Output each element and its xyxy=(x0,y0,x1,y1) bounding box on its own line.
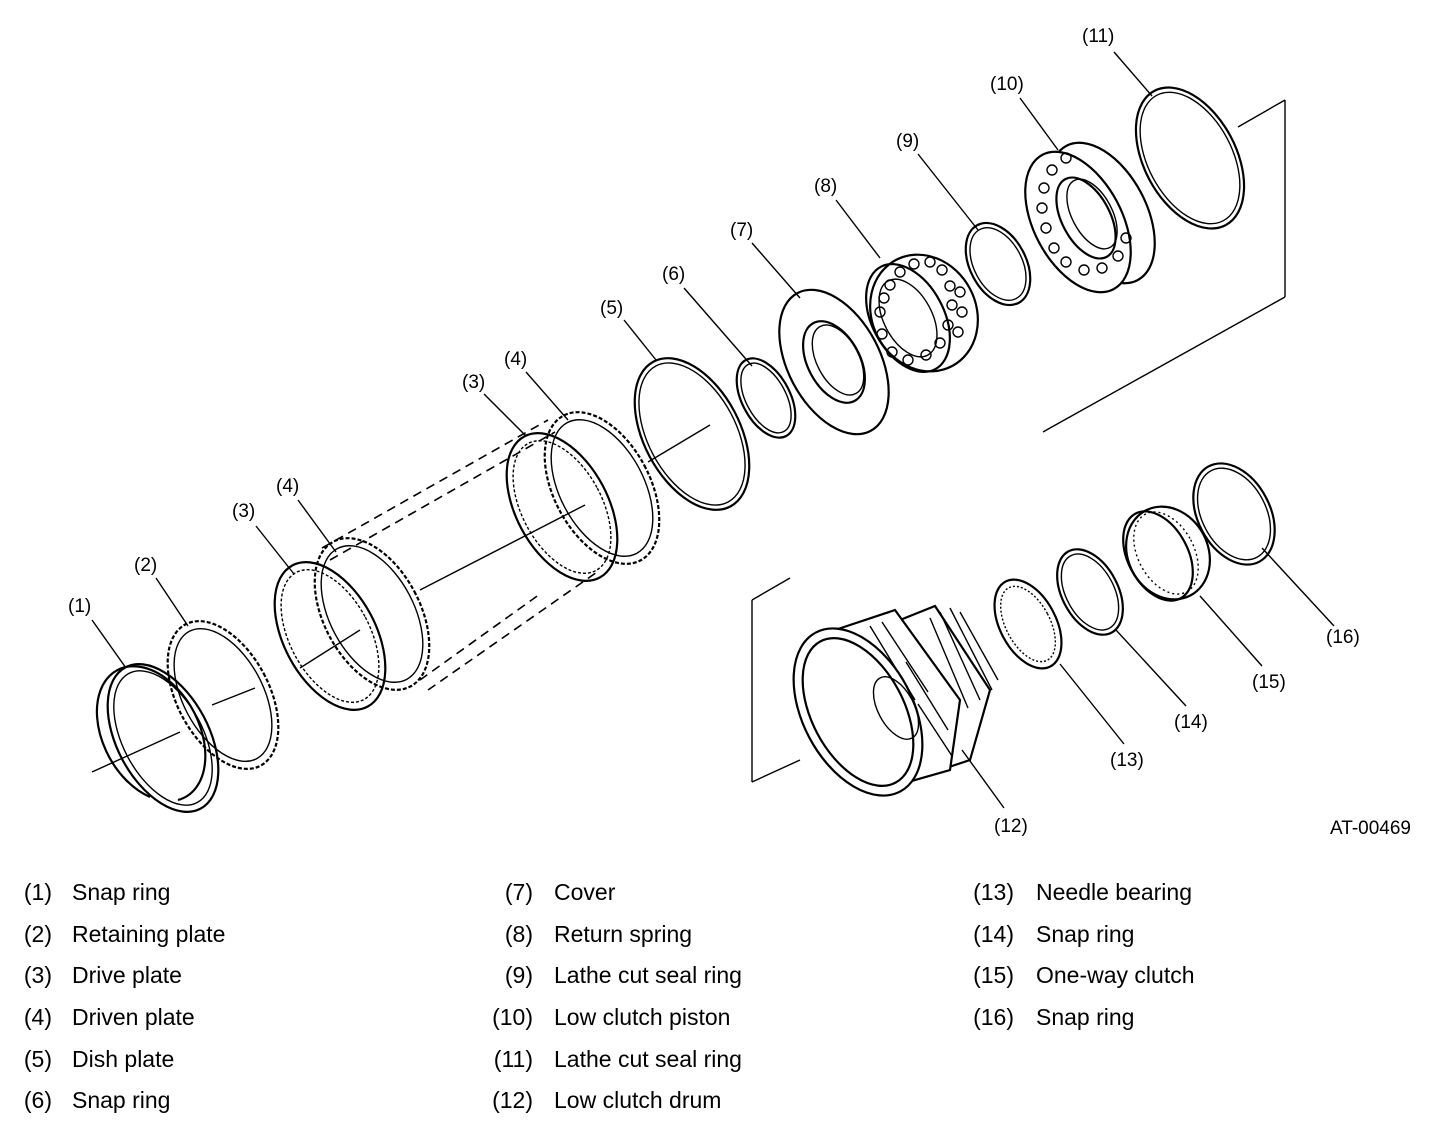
exploded-view-diagram: (1) (2) (3) (4) (3) (4) (5) (6) (7) (8) … xyxy=(68,26,1411,839)
legend-label: Dish plate xyxy=(72,1045,175,1072)
legend-number: (4) xyxy=(23,1004,52,1031)
legend-label: Low clutch drum xyxy=(554,1087,722,1114)
part-12-low-clutch-drum xyxy=(792,604,999,797)
legend-label: Return spring xyxy=(554,920,693,947)
legend-item: (14) Snap ring xyxy=(964,914,1195,956)
legend-number: (10) xyxy=(492,1004,533,1031)
parts-legend: (1) Snap ring (2) Retaining plate (3) Drive… xyxy=(0,872,1456,1132)
legend-item: (11) Lathe cut seal ring xyxy=(480,1038,742,1080)
callout-14: (14) xyxy=(1174,712,1208,733)
callout-16: (16) xyxy=(1326,627,1360,648)
callout-9: (9) xyxy=(896,131,919,152)
callout-4-front: (4) xyxy=(276,476,299,497)
part-3-drive-plate-front xyxy=(273,561,387,711)
callout-8: (8) xyxy=(814,176,837,197)
part-14-snap-ring xyxy=(1056,548,1124,636)
legend-item: (15) One-way clutch xyxy=(964,955,1195,997)
legend-number: (15) xyxy=(973,962,1014,989)
legend-number: (5) xyxy=(23,1045,52,1072)
part-16-snap-ring xyxy=(1192,462,1276,566)
callout-1: (1) xyxy=(68,596,91,617)
legend-item: (7) Cover xyxy=(480,872,742,914)
legend-label: Snap ring xyxy=(1036,920,1135,947)
callout-6: (6) xyxy=(662,264,685,285)
legend-item: (2) Retaining plate xyxy=(18,914,226,956)
part-2-retaining-plate xyxy=(166,620,280,770)
legend-number: (16) xyxy=(973,1004,1014,1031)
legend-number: (9) xyxy=(504,962,533,989)
legend-label: Drive plate xyxy=(72,962,182,989)
legend-item: (5) Dish plate xyxy=(18,1038,225,1080)
assembly-axis xyxy=(91,99,1286,783)
legend-number: (6) xyxy=(23,1087,52,1114)
legend-item: (16) Snap ring xyxy=(964,997,1195,1039)
part-15-one-way-clutch xyxy=(1122,505,1211,602)
legend-label: Low clutch piston xyxy=(554,1004,731,1031)
legend-number: (8) xyxy=(504,920,533,947)
legend-item: (9) Lathe cut seal ring xyxy=(480,955,742,997)
legend-number: (14) xyxy=(973,920,1014,947)
part-10-low-clutch-piston xyxy=(1024,141,1156,294)
callout-12: (12) xyxy=(994,816,1028,837)
legend-label: Lathe cut seal ring xyxy=(554,1045,742,1072)
callout-5: (5) xyxy=(600,298,623,319)
legend-item: (8) Return spring xyxy=(480,914,742,956)
part-4-driven-plate-rear xyxy=(543,411,661,565)
alignment-dashed-lines xyxy=(321,419,601,691)
legend-number: (12) xyxy=(492,1087,533,1114)
callout-labels: (1) (2) (3) (4) (3) (4) (5) (6) (7) (8) … xyxy=(68,26,1411,839)
part-13-needle-bearing xyxy=(993,578,1063,670)
part-4-driven-plate-front xyxy=(313,537,431,691)
part-11-lathe-cut-seal-ring xyxy=(1134,86,1246,230)
part-8-return-spring xyxy=(865,253,979,374)
legend-label: One-way clutch xyxy=(1036,962,1195,989)
leader-lines xyxy=(91,51,1335,809)
callout-2: (2) xyxy=(134,555,157,576)
figure-code: AT-00469 xyxy=(1330,818,1411,839)
legend-label: Snap ring xyxy=(1036,1004,1135,1031)
legend-item: (3) Drive plate xyxy=(18,955,225,997)
legend-item: (10) Low clutch piston xyxy=(480,997,742,1039)
legend-label: Snap ring xyxy=(72,1087,171,1114)
legend-number: (2) xyxy=(23,920,52,947)
part-9-lathe-cut-seal-ring xyxy=(964,221,1032,307)
legend-label: Driven plate xyxy=(72,1004,195,1031)
callout-10: (10) xyxy=(990,74,1024,95)
legend-number: (7) xyxy=(504,879,533,906)
part-7-cover xyxy=(778,288,890,436)
part-1-snap-ring xyxy=(95,663,220,813)
part-5-dish-plate xyxy=(633,357,751,511)
legend-label: Retaining plate xyxy=(72,920,226,947)
callout-11: (11) xyxy=(1082,26,1114,47)
legend-label: Lathe cut seal ring xyxy=(554,962,742,989)
legend-column-1: (1) Snap ring (2) Retaining plate (3) Drive… xyxy=(18,872,226,1122)
legend-number: (1) xyxy=(23,879,52,906)
legend-label: Cover xyxy=(554,879,616,906)
legend-item: (13) Needle bearing xyxy=(964,872,1195,914)
legend-item: (1) Snap ring xyxy=(18,872,225,914)
callout-7: (7) xyxy=(730,220,753,241)
legend-number: (3) xyxy=(23,962,52,989)
callout-3-rear: (3) xyxy=(462,372,485,393)
part-6-snap-ring xyxy=(735,357,797,439)
legend-column-2: (7) Cover (8) Return spring (9) Lathe cut s… xyxy=(480,872,742,1122)
legend-item: (6) Snap ring xyxy=(18,1080,225,1122)
legend-item: (12) Low clutch drum xyxy=(480,1080,742,1122)
legend-item: (4) Driven plate xyxy=(18,997,225,1039)
callout-4-rear: (4) xyxy=(504,349,527,370)
callout-15: (15) xyxy=(1252,672,1286,693)
callout-13: (13) xyxy=(1110,750,1144,771)
legend-column-3: (13) Needle bearing (14) Snap ring (15) One… xyxy=(964,872,1195,1039)
legend-number: (11) xyxy=(493,1045,533,1072)
legend-label: Snap ring xyxy=(72,879,171,906)
part-3-drive-plate-rear xyxy=(505,432,619,582)
legend-number: (13) xyxy=(973,879,1014,906)
callout-3-front: (3) xyxy=(232,501,255,522)
legend-label: Needle bearing xyxy=(1036,879,1193,906)
